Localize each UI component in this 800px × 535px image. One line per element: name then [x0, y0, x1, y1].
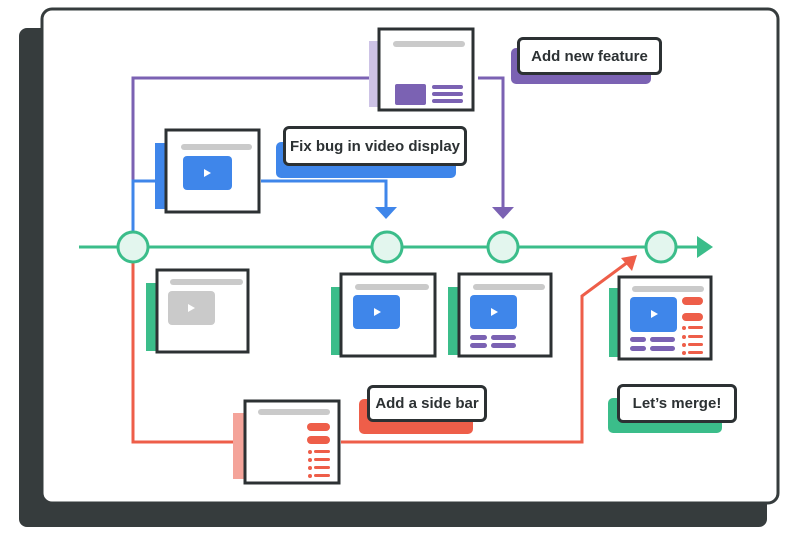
commit-node-start [116, 230, 150, 264]
label-add-new-feature: Add new feature [511, 37, 662, 84]
label-fix-bug: Fix bug in video display [276, 126, 467, 178]
label-text: Add new feature [517, 37, 662, 75]
label-lets-merge: Let’s merge! [608, 384, 737, 433]
wireframe-bugfix-merged-card [331, 272, 437, 358]
commit-node-feature-merge [486, 230, 520, 264]
wireframe-initial-card [146, 268, 250, 354]
wireframe-feature-merged-card [448, 272, 553, 358]
label-text: Let’s merge! [617, 384, 737, 423]
feature-branch-arrow [492, 207, 514, 219]
wireframe-final-card [609, 275, 713, 361]
label-text: Fix bug in video display [283, 126, 467, 166]
wireframe-bugfix-card [155, 128, 261, 214]
commit-node-bugfix-merge [370, 230, 404, 264]
bugfix-branch-line [131, 179, 388, 246]
sidebar-branch-arrow [621, 255, 637, 271]
bugfix-branch-arrow [375, 207, 397, 219]
label-text: Add a side bar [367, 385, 487, 422]
wireframe-sidebar-card [233, 399, 341, 485]
wireframe-feature-card [369, 27, 475, 112]
sidebar-branch-line [131, 246, 629, 444]
main-branch-arrow [697, 236, 713, 258]
label-add-side-bar: Add a side bar [359, 385, 487, 434]
commit-node-final [644, 230, 678, 264]
